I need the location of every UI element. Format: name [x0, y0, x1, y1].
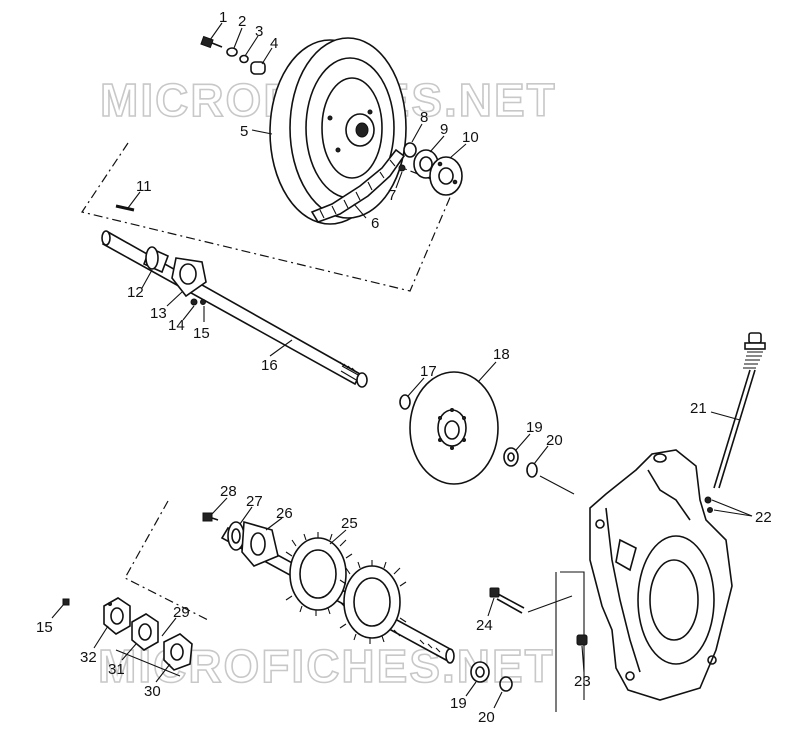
- callout-4: 4: [270, 35, 278, 52]
- flange-32: [103, 597, 131, 635]
- bearing-19-lower: [470, 661, 490, 683]
- callout-19-upper: 19: [526, 419, 543, 436]
- flange-31: [131, 613, 159, 651]
- callout-15-lower: 15: [36, 619, 53, 636]
- key-11: [115, 204, 135, 212]
- leader-lines: [51, 22, 753, 709]
- washer-14: [190, 298, 198, 306]
- callout-3: 3: [255, 23, 263, 40]
- callout-26: 26: [276, 505, 293, 522]
- callout-16: 16: [261, 357, 278, 374]
- housing-link-lines: [527, 571, 585, 712]
- bolt-24: [489, 587, 525, 614]
- chaincase-housing: [589, 449, 733, 701]
- callout-30: 30: [144, 683, 161, 700]
- callout-19-lower: 19: [450, 695, 467, 712]
- callout-28: 28: [220, 483, 237, 500]
- callout-13: 13: [150, 305, 167, 322]
- bolt-15-upper: [200, 299, 206, 305]
- dipstick: [713, 332, 766, 489]
- callout-20-upper: 20: [546, 432, 563, 449]
- callout-7: 7: [388, 187, 396, 204]
- washer-8: [403, 142, 417, 158]
- bearing-flange-13: [171, 257, 207, 298]
- callout-2: 2: [238, 13, 246, 30]
- callout-21: 21: [690, 400, 707, 417]
- assembly-boundary-lower: [124, 500, 209, 621]
- bolt-15-lower: [62, 598, 70, 606]
- sprocket-left: [285, 532, 353, 616]
- callout-18: 18: [493, 346, 510, 363]
- flange-10: [429, 156, 463, 196]
- bolt-28: [202, 512, 219, 522]
- callout-17: 17: [420, 363, 437, 380]
- spacer-4: [250, 61, 266, 75]
- callout-6: 6: [371, 215, 379, 232]
- callout-8: 8: [420, 109, 428, 126]
- nut-23: [576, 634, 588, 646]
- jackshaft: [101, 230, 368, 388]
- driven-pulley: [269, 37, 407, 225]
- axis-line-upper: [539, 475, 575, 495]
- seal-20-lower: [499, 676, 513, 692]
- callout-5: 5: [240, 123, 248, 140]
- seal-20-upper: [526, 462, 538, 478]
- callout-12: 12: [127, 284, 144, 301]
- callout-15-upper: 15: [193, 325, 210, 342]
- snap-ring-17: [399, 394, 411, 410]
- drive-chain: [310, 148, 406, 223]
- sprocket-right: [339, 560, 407, 644]
- pin-22-b: [707, 507, 713, 513]
- pin-22-a: [704, 496, 712, 504]
- washer-2: [226, 47, 238, 57]
- callout-25: 25: [341, 515, 358, 532]
- callout-14: 14: [168, 317, 185, 334]
- callout-27: 27: [246, 493, 263, 510]
- washer-3: [239, 54, 249, 64]
- callout-labels: 1 2 3 4 5 6 7 8 9 10 11 12 13 14 15 16 1…: [36, 9, 772, 726]
- pin-7: [398, 164, 406, 172]
- callout-31: 31: [108, 661, 125, 678]
- callout-32: 32: [80, 649, 97, 666]
- brake-disc: [409, 371, 499, 485]
- callout-9: 9: [440, 121, 448, 138]
- callout-23: 23: [574, 673, 591, 690]
- callout-10: 10: [462, 129, 479, 146]
- bearing-19-upper: [503, 447, 519, 467]
- callout-1: 1: [219, 9, 227, 26]
- bearing-27: [227, 521, 245, 551]
- flange-30: [163, 633, 193, 671]
- callout-29: 29: [173, 604, 190, 621]
- callout-11: 11: [136, 178, 152, 195]
- callout-20-lower: 20: [478, 709, 495, 726]
- callout-22: 22: [755, 509, 772, 526]
- bearing-flange-26: [241, 520, 279, 567]
- bearing-12: [142, 246, 170, 274]
- callout-24: 24: [476, 617, 493, 634]
